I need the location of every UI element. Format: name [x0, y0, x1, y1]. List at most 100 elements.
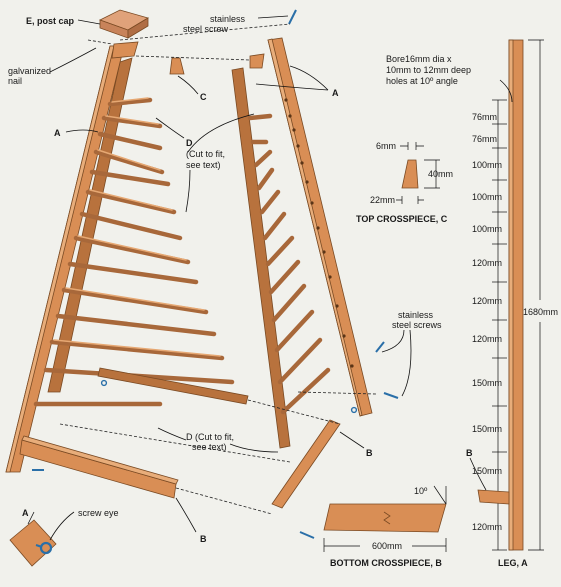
screw-eye-left — [100, 379, 108, 387]
leg-spacing-label: 76mm — [472, 112, 497, 122]
leader-c — [177, 75, 199, 95]
top-screw — [288, 9, 297, 25]
label-screws-mid-2: steel screws — [392, 320, 442, 330]
top-crosspiece-block — [111, 41, 139, 59]
top-crosspiece-height: 40mm — [428, 169, 453, 179]
label-c: C — [200, 92, 207, 102]
back-bottom-crosspiece — [97, 367, 249, 405]
label-bore-1: Bore16mm dia x — [386, 54, 452, 64]
leg-spacing-label: 150mm — [472, 466, 502, 476]
leg-spacing-label: 120mm — [472, 258, 502, 268]
top-crosspiece-title: TOP CROSSPIECE, C — [356, 214, 448, 224]
top-crosspiece-top-width: 6mm — [376, 141, 396, 151]
leader-d-top — [155, 113, 255, 213]
dash-bottom-b — [175, 487, 273, 515]
label-d-bottom-2: see text) — [192, 442, 227, 452]
leader-b-leg — [469, 457, 487, 491]
label-d-top-2: (Cut to fit, — [186, 149, 225, 159]
right-bottom-crosspiece — [271, 419, 341, 509]
leader-screw-eye — [49, 511, 75, 541]
dash-d-bottom — [59, 423, 291, 463]
leg-a-edge — [508, 39, 514, 551]
leg-spacing-label: 100mm — [472, 224, 502, 234]
dim-bottom-width — [396, 196, 424, 204]
label-post-cap: E, post cap — [26, 16, 75, 26]
dash-back-b — [247, 399, 341, 425]
right-inner-leg — [231, 67, 291, 449]
leader-screws-mid — [381, 329, 412, 397]
label-bore-3: holes at 10º angle — [386, 76, 458, 86]
leg-spacing-label: 150mm — [472, 424, 502, 434]
leader-d-bottom — [157, 427, 279, 453]
label-b-bottom: B — [200, 534, 207, 544]
bottom-crosspiece-angle: 10º — [414, 486, 428, 496]
bottom-crosspiece-shape — [323, 503, 447, 533]
break-mark — [383, 511, 391, 525]
leg-total: 1680mm — [523, 307, 558, 317]
leg-spacing-label: 150mm — [472, 378, 502, 388]
dim-angle — [433, 485, 447, 505]
mid-screw-2 — [383, 392, 399, 399]
label-d-bottom-1: D (Cut to fit, — [186, 432, 234, 442]
label-screws-mid-1: stainless — [398, 310, 434, 320]
leg-spacing-label: 76mm — [472, 134, 497, 144]
label-a-left: A — [54, 128, 61, 138]
dash-top-crosspiece — [135, 55, 251, 61]
label-d-top-3: see text) — [186, 160, 221, 170]
dash-mid-screws — [297, 391, 377, 395]
label-screw-eye: screw eye — [78, 508, 119, 518]
top-crosspiece-bottom-width: 22mm — [370, 195, 395, 205]
right-leg-holes — [284, 98, 354, 368]
leader-post-cap — [77, 19, 101, 25]
bottom-screw — [299, 531, 315, 539]
label-screw-top-2: steel screw — [183, 24, 229, 34]
dim-height — [424, 159, 440, 189]
left-bottom-crosspiece-top — [21, 435, 179, 485]
label-screw-top-1: stainless — [210, 14, 246, 24]
label-d-top-1: D — [186, 138, 193, 148]
bottom-crosspiece-length: 600mm — [372, 541, 402, 551]
dash-nail — [87, 39, 113, 45]
bottom-crosspiece-title: BOTTOM CROSSPIECE, B — [330, 558, 442, 568]
leader-a-left — [65, 129, 99, 133]
post-cap-front — [127, 17, 149, 39]
leg-spacing-label: 120mm — [472, 522, 502, 532]
leg-b-joint — [477, 489, 510, 505]
leg-title: LEG, A — [498, 558, 528, 568]
label-bore-2: 10mm to 12mm deep — [386, 65, 471, 75]
leg-spacing-label: 100mm — [472, 192, 502, 202]
label-nail-2: nail — [8, 76, 22, 86]
left-dowel-highlights — [53, 97, 221, 357]
label-nail-1: galvanized — [8, 66, 51, 76]
leader-a-right — [255, 65, 329, 91]
leader-a-eye — [27, 511, 35, 525]
label-b-right: B — [366, 448, 373, 458]
top-crosspiece-shape — [401, 159, 419, 189]
leader-b-right — [339, 431, 365, 449]
leg-spacing-labels: 76mm 76mm 100mm 100mm 100mm 120mm 120mm 120mm 15… — [472, 112, 502, 532]
leader-nail — [49, 47, 97, 73]
leg-spacing-label: 100mm — [472, 160, 502, 170]
left-front-leg-edge — [5, 45, 115, 473]
right-front-leg-edge — [267, 38, 363, 417]
leader-top-screw — [257, 15, 289, 19]
mid-screw-1 — [375, 341, 385, 353]
left-back-leg — [47, 57, 133, 393]
dash-top-screw — [119, 23, 291, 41]
right-dowels — [247, 113, 331, 415]
dim-length — [323, 538, 447, 552]
dim-top-width — [400, 142, 424, 150]
label-b-leg: B — [466, 448, 473, 458]
leg-spacing-label: 120mm — [472, 296, 502, 306]
leader-b-bottom — [175, 497, 197, 533]
label-a-eye: A — [22, 508, 29, 518]
dim-leg-total — [528, 39, 544, 551]
screw-eye-right — [350, 406, 358, 414]
leg-spacing-label: 120mm — [472, 334, 502, 344]
screw-eye-detail — [9, 519, 57, 567]
label-a-right: A — [332, 88, 339, 98]
crosspiece-c-part — [169, 57, 185, 75]
right-top-block — [249, 53, 265, 69]
